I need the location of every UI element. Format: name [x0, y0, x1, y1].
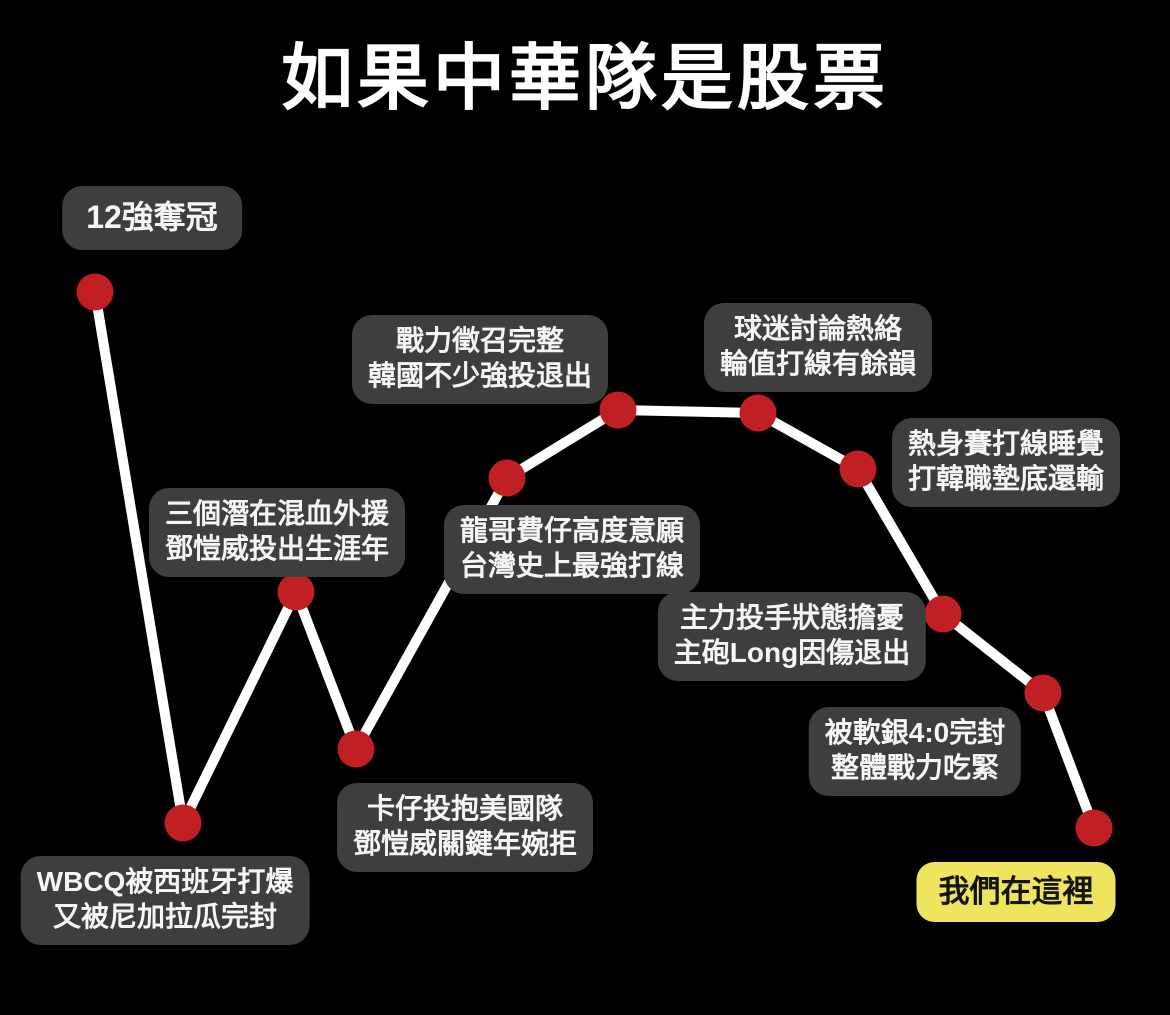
page-title: 如果中華隊是股票 [280, 39, 889, 119]
event-label-line: 又被尼加拉瓜完封 [52, 900, 277, 932]
event-label-line: 熱身賽打線睡覺 [907, 428, 1105, 459]
event-label-line: 我們在這裡 [938, 874, 1094, 909]
event-label: WBCQ被西班牙打爆又被尼加拉瓜完封 [20, 856, 310, 946]
event-label: 三個潛在混血外援鄧愷威投出生涯年 [148, 488, 406, 578]
event-dot [924, 595, 962, 633]
event-label: 龍哥費仔高度意願台灣史上最強打線 [443, 505, 701, 595]
event-dot [1024, 674, 1062, 712]
event-dot [839, 450, 877, 488]
event-label-line: 龍哥費仔高度意願 [459, 515, 685, 546]
event-label-line: 鄧愷威投出生涯年 [164, 532, 390, 564]
event-label: 主力投手狀態擔憂主砲Long因傷退出 [657, 592, 927, 682]
event-label-line: 主砲Long因傷退出 [673, 636, 911, 668]
event-label-line: 台灣史上最強打線 [459, 549, 685, 581]
event-label-line: 韓國不少強投退出 [367, 359, 593, 391]
event-dot [1075, 809, 1113, 847]
event-label-line: 被軟銀4:0完封 [824, 717, 1006, 748]
event-label-line: 戰力徵召完整 [395, 325, 565, 356]
event-dot [337, 730, 375, 768]
event-label-line: 整體戰力吃緊 [830, 751, 1000, 783]
event-dot [164, 804, 202, 842]
event-label: 被軟銀4:0完封整體戰力吃緊 [808, 707, 1022, 797]
event-dot [488, 459, 526, 497]
event-label-line: 輪值打線有餘韻 [719, 347, 917, 379]
event-dot [277, 573, 315, 611]
event-dot [599, 391, 637, 429]
event-label-line: 三個潛在混血外援 [164, 498, 390, 529]
event-label: 卡仔投抱美國隊鄧愷威關鍵年婉拒 [336, 783, 594, 873]
event-label-line: WBCQ被西班牙打爆 [36, 866, 294, 897]
event-label-line: 卡仔投抱美國隊 [366, 793, 564, 824]
event-dot [739, 394, 777, 432]
event-label: 熱身賽打線睡覺打韓職墊底還輸 [891, 418, 1121, 508]
event-label: 球迷討論熱絡輪值打線有餘韻 [703, 303, 933, 393]
current-position-label: 我們在這裡 [916, 862, 1116, 923]
event-label-line: 12強奪冠 [86, 199, 218, 235]
event-label: 戰力徵召完整韓國不少強投退出 [351, 315, 609, 405]
event-label-line: 球迷討論熱絡 [733, 313, 903, 344]
event-label-line: 鄧愷威關鍵年婉拒 [352, 827, 578, 859]
event-label-line: 打韓職墊底還輸 [907, 462, 1105, 494]
event-label: 12強奪冠 [62, 186, 242, 250]
event-dot [76, 273, 114, 311]
event-label-line: 主力投手狀態擔憂 [679, 602, 905, 633]
